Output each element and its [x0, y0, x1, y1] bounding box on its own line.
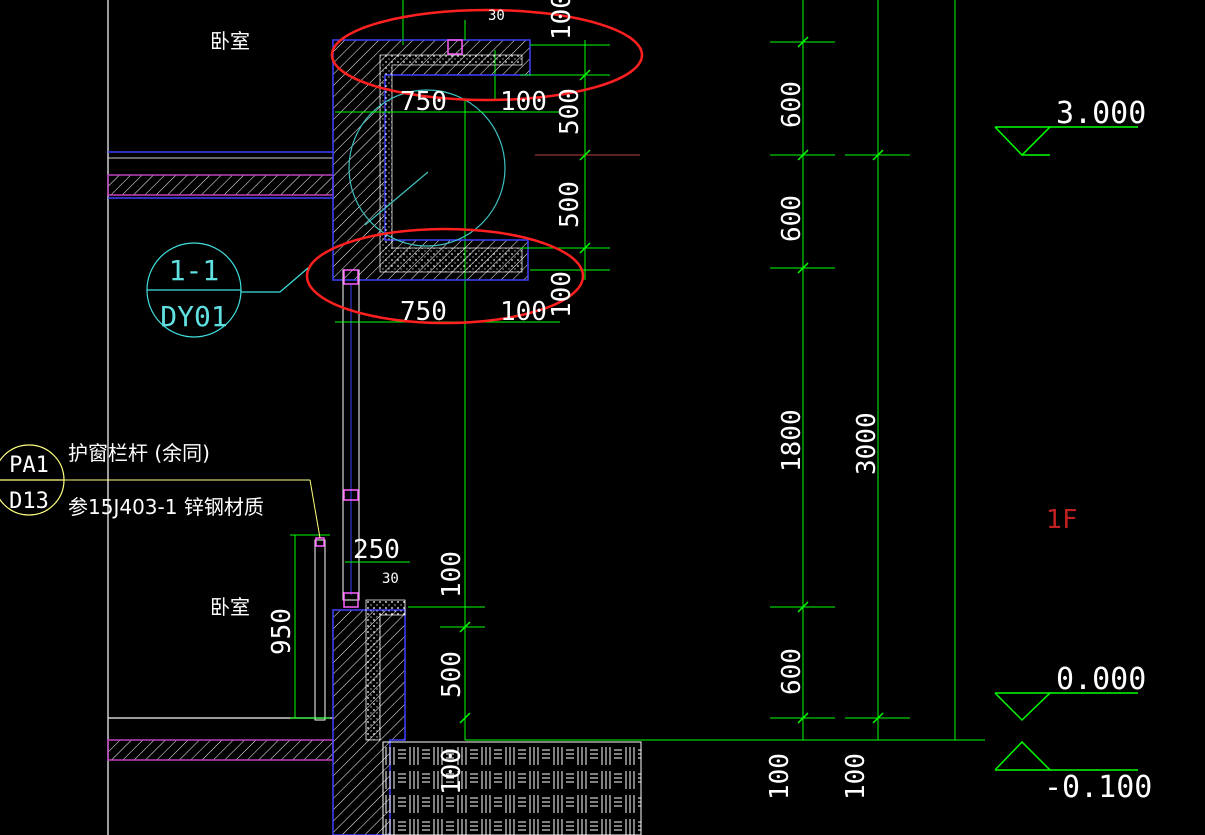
ground-hatch — [382, 739, 985, 835]
dimension-ticks — [459, 36, 884, 724]
highlight-annotations — [305, 8, 644, 325]
dim-top-100: 100 — [547, 0, 577, 40]
dim-100-upper: 100 — [500, 87, 547, 117]
detail-mark-bottom: D13 — [9, 489, 49, 514]
dim-sill-500: 500 — [437, 651, 467, 698]
dim-base-100: 100 — [437, 748, 467, 795]
highlight-ellipse-upper — [330, 8, 644, 102]
building-outline — [107, 0, 956, 835]
highlight-ellipse-lower — [305, 227, 585, 325]
window-frame — [342, 39, 463, 608]
dim-30-bottom: 30 — [382, 571, 399, 587]
level-ground: 0.000 — [1056, 662, 1146, 697]
horizontal-dimensions — [335, 20, 910, 719]
ground-floor-slab — [107, 717, 334, 761]
dim-bottom-100b: 100 — [841, 753, 871, 800]
dim-upper-500a: 500 — [555, 88, 585, 135]
dim-30-top: 30 — [488, 8, 505, 24]
dim-750-upper: 750 — [400, 87, 447, 117]
railing-note-line2: 参15J403-1 锌钢材质 — [68, 495, 264, 519]
level-outside: -0.100 — [1044, 770, 1152, 805]
dim-col2-3000: 3000 — [852, 412, 882, 475]
section-mark-bottom: DY01 — [160, 300, 227, 333]
level-upper: 3.000 — [1056, 96, 1146, 131]
dim-col1-600c: 600 — [777, 648, 807, 695]
dim-col1-600b: 600 — [777, 195, 807, 242]
dim-col1-600a: 600 — [777, 81, 807, 128]
level-symbols — [994, 126, 1138, 771]
window-railing — [290, 534, 330, 721]
dim-rail-950: 950 — [267, 608, 297, 655]
dim-250-sill: 250 — [353, 535, 400, 565]
section-mark-top: 1-1 — [169, 254, 220, 287]
railing-note-line1: 护窗栏杆 (余同) — [68, 441, 210, 465]
upper-wall-section — [332, 39, 531, 281]
detail-symbol: PA1 D13 — [0, 444, 321, 539]
dim-sill-100: 100 — [437, 551, 467, 598]
upper-floor-slab — [107, 151, 334, 199]
detail-mark-top: PA1 — [9, 453, 49, 478]
floor-label: 1F — [1046, 505, 1078, 535]
room-label-top: 卧室 — [210, 29, 250, 53]
section-symbol: 1-1 DY01 — [146, 242, 309, 338]
dim-100-lower: 100 — [500, 297, 547, 327]
dim-mid-100: 100 — [547, 271, 577, 318]
dim-col1-1800: 1800 — [777, 409, 807, 472]
dim-750-lower: 750 — [400, 297, 447, 327]
vertical-dimension-text: 100 500 500 100 600 600 1800 600 3000 10… — [267, 0, 882, 800]
room-label-bottom: 卧室 — [210, 595, 250, 619]
dim-bottom-100a: 100 — [765, 753, 795, 800]
dim-upper-500b: 500 — [555, 181, 585, 228]
